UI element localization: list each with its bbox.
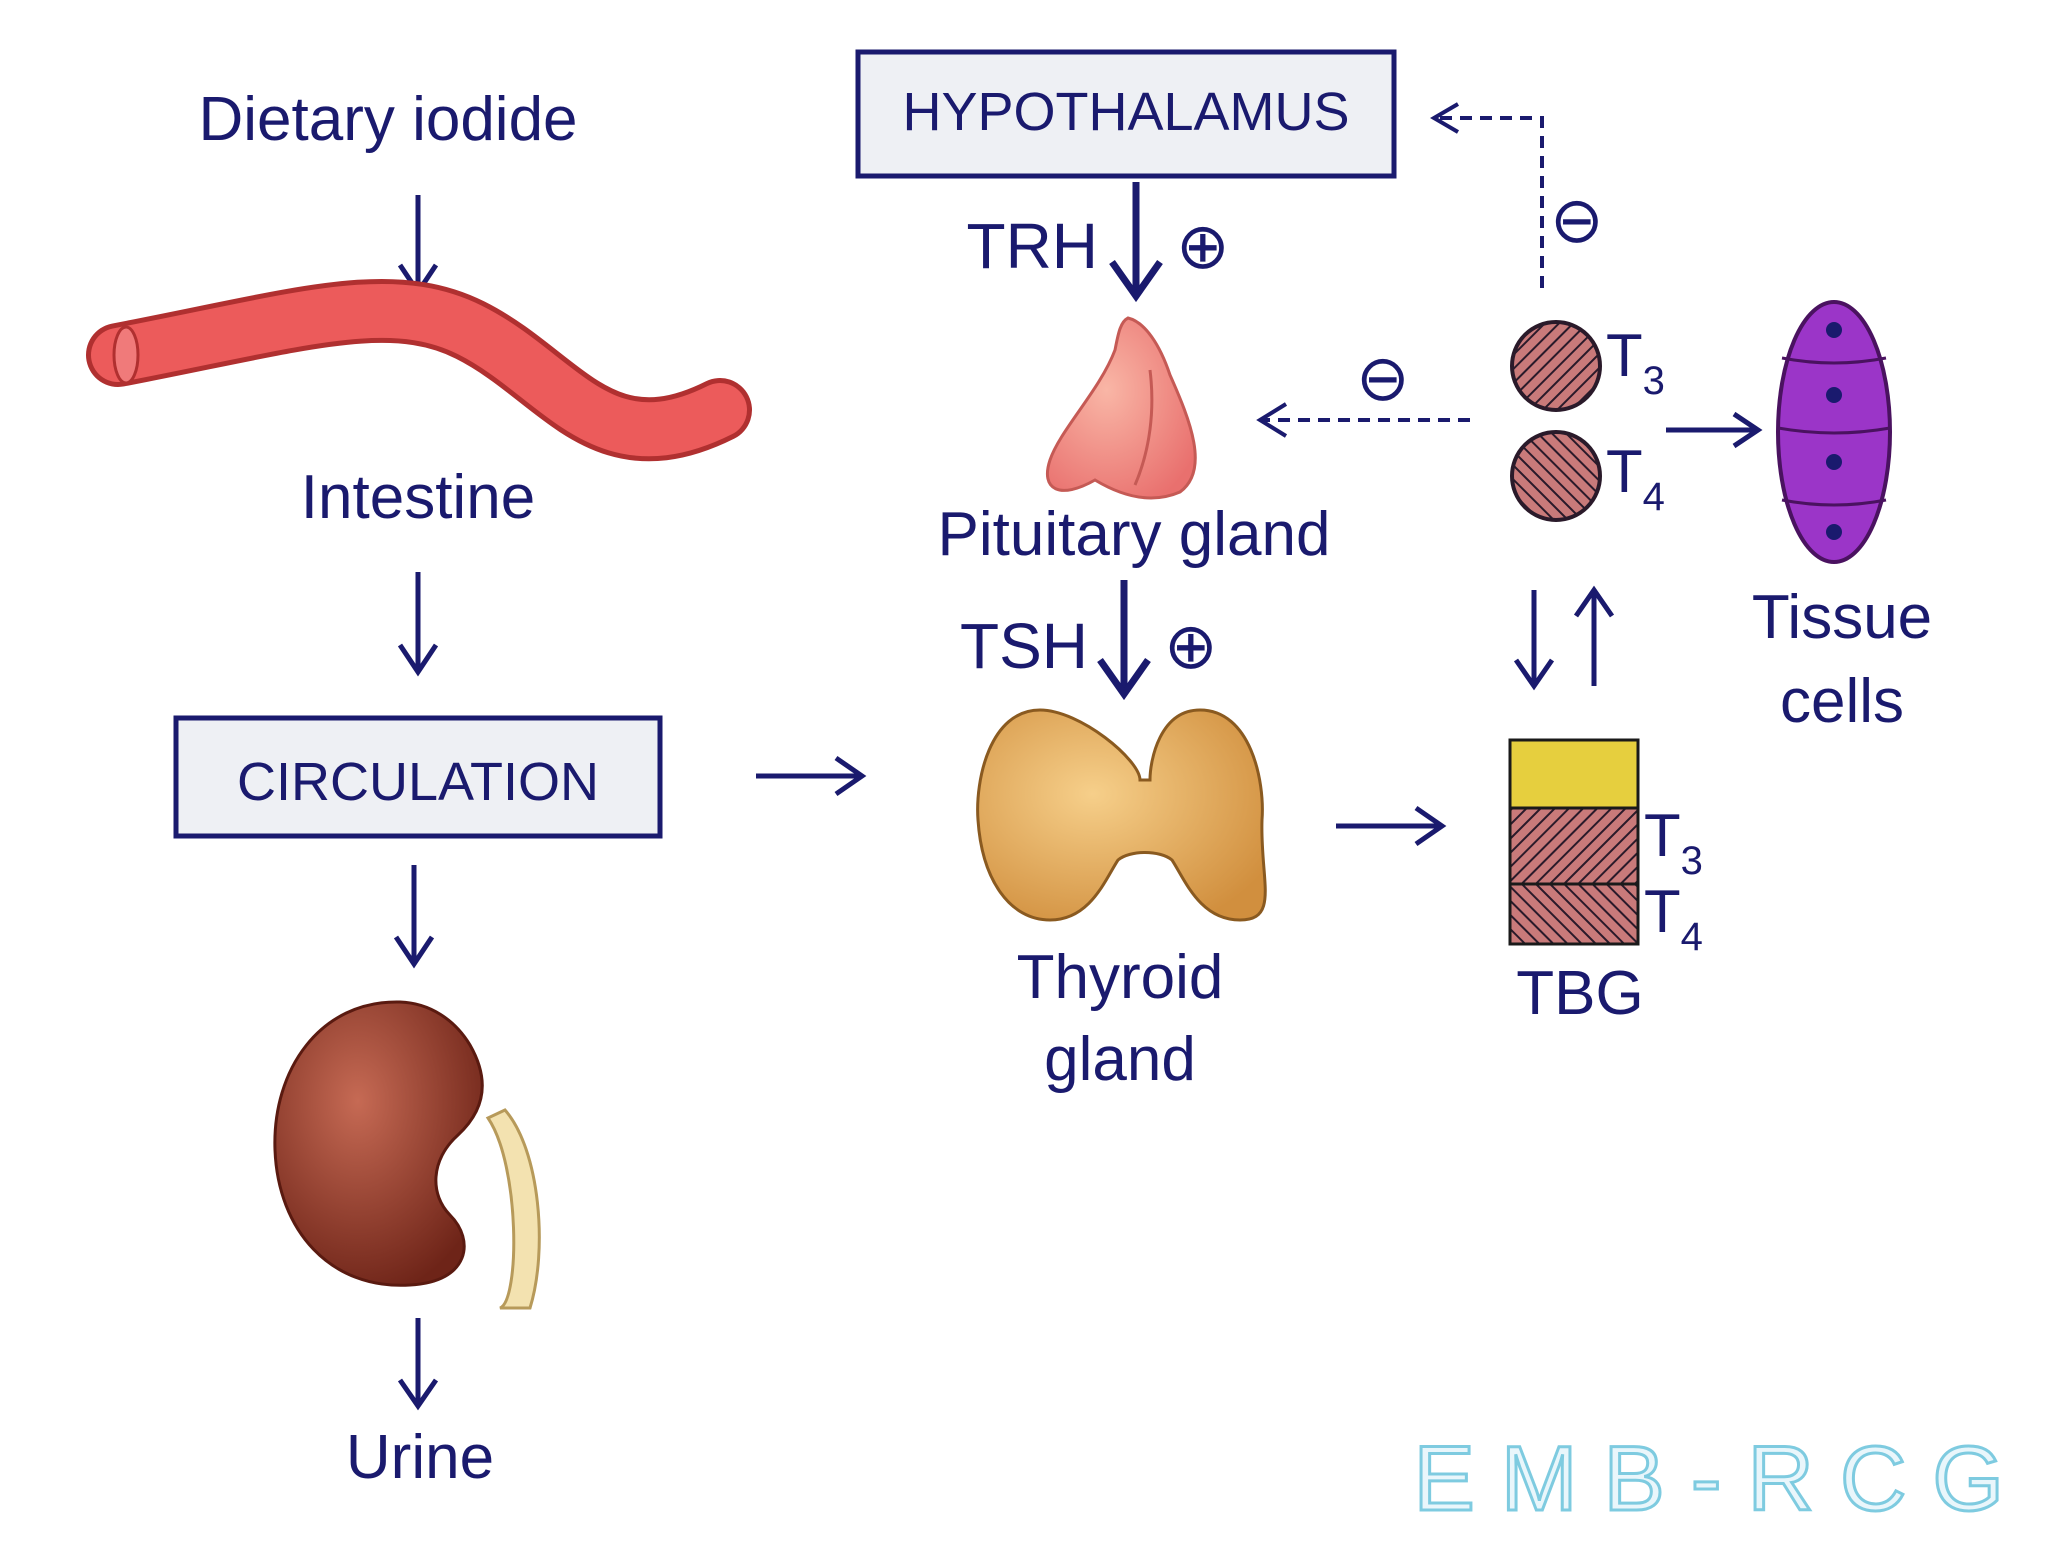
feedback-to-hypothalamus-dashed-arrow: [1436, 116, 1544, 288]
free-t3-label: T3: [1606, 322, 1665, 403]
free-t4-circle: [1510, 430, 1602, 522]
hypothalamus-inhibitory-sign: ⊖: [1550, 184, 1604, 256]
feedback-pituitary-arrowhead: [1256, 402, 1288, 438]
thyroid-label-line1: Thyroid: [1017, 943, 1224, 1012]
tsh-label: TSH: [960, 610, 1088, 682]
hypothalamus-box: [855, 49, 1397, 179]
watermark-emb-rcg: EMB-RCG: [1414, 1428, 2030, 1530]
tbg-block: [1508, 738, 1640, 946]
arrow-thyroid-to-tbg: [1336, 805, 1447, 847]
free-t4-label: T4: [1606, 438, 1665, 519]
hypothalamus-label: HYPOTHALAMUS: [902, 82, 1349, 142]
kidney-illustration: [273, 1000, 541, 1310]
thyroid-illustration: [976, 708, 1267, 922]
intestine-label: Intestine: [301, 463, 535, 532]
dietary-iodide-label: Dietary iodide: [198, 85, 577, 154]
tissue-label-line1: Tissue: [1752, 583, 1932, 652]
bound-t3-label: T3: [1644, 802, 1703, 883]
free-t3-circle: [1510, 320, 1602, 412]
trh-label: TRH: [966, 210, 1098, 282]
tbg-label: TBG: [1516, 959, 1643, 1028]
pituitary-label: Pituitary gland: [938, 500, 1331, 569]
arrow-kidney-to-urine: [397, 1318, 439, 1411]
tissue-cell-illustration: [1776, 300, 1892, 564]
arrow-intestine-to-circulation: [397, 572, 439, 677]
circulation-box: [173, 715, 663, 839]
bound-t4-label: T4: [1644, 878, 1703, 959]
tsh-stimulatory-sign: ⊕: [1164, 610, 1218, 682]
pituitary-inhibitory-sign: ⊖: [1356, 342, 1410, 414]
urine-label: Urine: [346, 1423, 494, 1492]
thyroid-label-line2: gland: [1044, 1025, 1196, 1094]
pituitary-illustration: [1045, 316, 1197, 500]
arrow-free-to-tissue: [1666, 411, 1763, 449]
arrow-circulation-to-thyroid: [756, 755, 867, 797]
tissue-label-line2: cells: [1780, 667, 1904, 736]
arrows-free-tbg-equilibrium: [1513, 585, 1615, 691]
circulation-label: CIRCULATION: [237, 752, 599, 812]
arrow-trh: [1109, 182, 1163, 303]
intestine-illustration: [86, 278, 752, 462]
feedback-hypothalamus-arrowhead: [1430, 102, 1460, 134]
arrow-tsh: [1097, 580, 1151, 701]
arrow-iodide-to-intestine: [397, 195, 439, 297]
arrow-circulation-to-kidney: [393, 865, 435, 969]
trh-stimulatory-sign: ⊕: [1176, 210, 1230, 282]
